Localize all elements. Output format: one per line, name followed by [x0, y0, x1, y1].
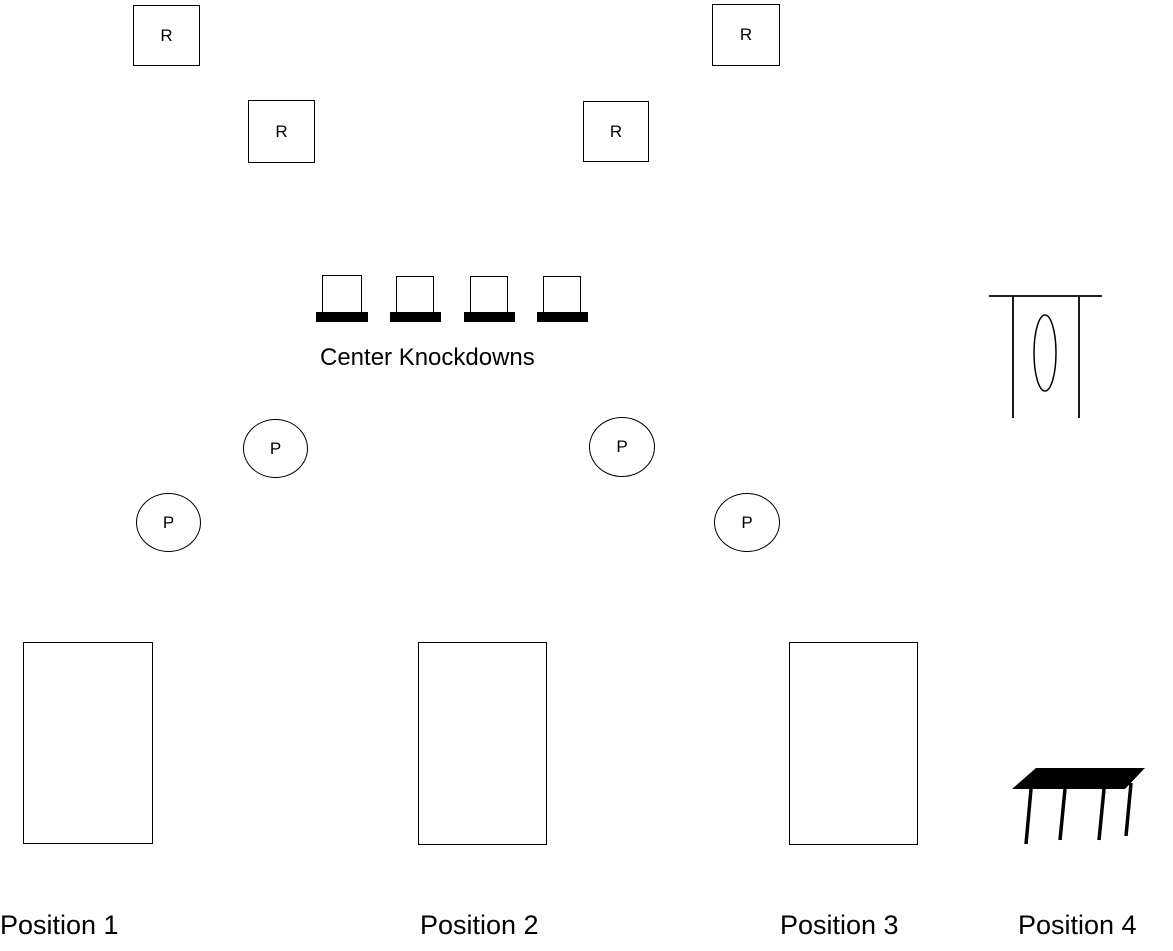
- popper-4: P: [714, 493, 780, 552]
- rear-target-3: R: [712, 4, 780, 66]
- rear-target-label: R: [275, 121, 288, 141]
- popper-1: P: [243, 419, 308, 478]
- popper-2: P: [136, 493, 201, 552]
- knockdown-base-2: [390, 312, 441, 322]
- position-2-label: Position 2: [420, 910, 539, 940]
- position-3-barricade: [789, 642, 918, 845]
- popper-3: P: [589, 417, 655, 477]
- rear-target-label: R: [160, 25, 173, 45]
- center-knockdowns-caption: Center Knockdowns: [320, 344, 535, 371]
- rear-target-2: R: [248, 100, 315, 163]
- knockdown-base-1: [316, 312, 368, 322]
- position-2-barricade: [418, 642, 547, 845]
- popper-label: P: [616, 437, 628, 456]
- knockdown-plate-2: [396, 276, 434, 313]
- position-1-barricade: [23, 642, 153, 844]
- rear-target-1: R: [133, 5, 200, 66]
- knockdown-base-4: [537, 312, 588, 322]
- rear-target-4: R: [583, 101, 649, 162]
- position-1-label: Position 1: [0, 910, 119, 940]
- position-3-label: Position 3: [780, 910, 899, 940]
- rear-target-label: R: [609, 121, 623, 141]
- knockdown-plate-1: [322, 275, 362, 313]
- popper-label: P: [741, 512, 753, 532]
- knockdown-base-3: [464, 312, 515, 322]
- popper-label: P: [162, 512, 175, 532]
- popper-label: P: [269, 438, 282, 458]
- rear-target-label: R: [739, 25, 753, 44]
- position-4-label: Position 4: [1018, 910, 1137, 940]
